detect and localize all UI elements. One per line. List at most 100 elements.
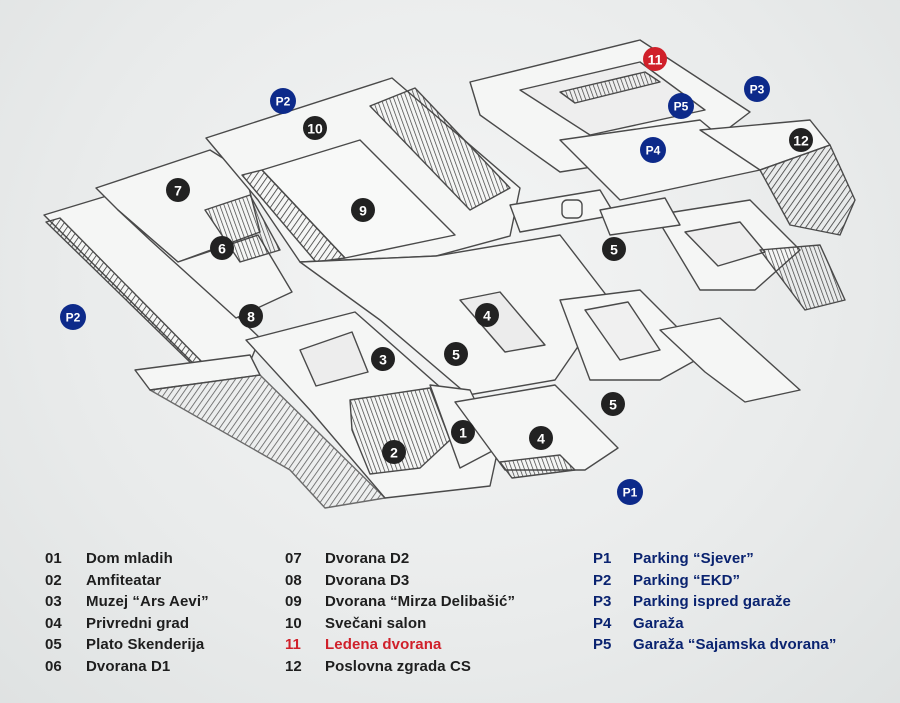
legend-code: 07 xyxy=(285,550,302,567)
parking-marker-p4[interactable]: P4 xyxy=(640,137,666,163)
legend-item-04: 04 Privredni grad xyxy=(45,613,209,635)
legend-code: 11 xyxy=(285,636,301,653)
east-small-block xyxy=(659,317,801,403)
building-marker-11[interactable]: 11 xyxy=(643,47,667,71)
building-marker-12-label: 12 xyxy=(793,133,809,149)
main-hall-seats-2 xyxy=(241,169,346,263)
parking-marker-p2-circle xyxy=(270,88,296,114)
building-marker-11-label: 11 xyxy=(648,52,663,68)
parking-marker-p4-label: P4 xyxy=(646,144,661,158)
legend-name: Privredni grad xyxy=(86,614,190,632)
legend-code: 04 xyxy=(45,614,62,632)
parking-marker-p1-circle xyxy=(617,479,643,505)
building-marker-4-circle xyxy=(529,426,553,450)
legend-item-p1: P1 Parking “Sjever” xyxy=(593,548,836,570)
legend-code: 02 xyxy=(45,571,62,589)
building-marker-5[interactable]: 5 xyxy=(602,237,626,261)
building-marker-4-label: 4 xyxy=(537,431,545,447)
building-marker-8[interactable]: 8 xyxy=(239,304,263,328)
legend-name: Ledena dvorana xyxy=(325,636,442,653)
building-marker-5-label: 5 xyxy=(610,242,618,258)
legend-item-06: 06 Dvorana D1 xyxy=(45,656,209,678)
building-marker-5[interactable]: 5 xyxy=(444,342,468,366)
amphitheatre xyxy=(349,387,451,475)
south-base xyxy=(149,374,386,509)
legend-name: Dvorana D1 xyxy=(86,657,171,675)
building-marker-1[interactable]: 1 xyxy=(451,420,475,444)
building-marker-6[interactable]: 6 xyxy=(210,236,234,260)
legend-name: Muzej “Ars Aevi” xyxy=(86,593,209,610)
building-marker-8-circle xyxy=(239,304,263,328)
building-marker-11-circle xyxy=(643,47,667,71)
parking-marker-p1-label: P1 xyxy=(623,486,638,500)
building-marker-12[interactable]: 12 xyxy=(789,128,813,152)
legend-code: 01 xyxy=(45,550,62,567)
legend-name: Plato Skenderija xyxy=(86,636,205,653)
ledena-dvorana-seats xyxy=(559,71,661,104)
pool xyxy=(584,301,661,361)
building-marker-10-circle xyxy=(303,116,327,140)
building-marker-3-label: 3 xyxy=(379,352,387,368)
building-drawing xyxy=(43,39,856,509)
east-stairs xyxy=(759,144,856,236)
legend-name: Parking “EKD” xyxy=(633,571,741,589)
building-marker-9[interactable]: 9 xyxy=(351,198,375,222)
building-marker-7[interactable]: 7 xyxy=(166,178,190,202)
legend-item-p2: P2 Parking “EKD” xyxy=(593,570,836,592)
legend-code: P2 xyxy=(593,571,612,589)
legend-name: Dvorana “Mirza Delibašić” xyxy=(325,593,516,610)
building-marker-10[interactable]: 10 xyxy=(303,116,327,140)
parking-marker-p3-circle xyxy=(744,76,770,102)
legend-code: 05 xyxy=(45,636,62,653)
parking-marker-p5[interactable]: P5 xyxy=(668,93,694,119)
building-marker-7-circle xyxy=(166,178,190,202)
parking-marker-p1[interactable]: P1 xyxy=(617,479,643,505)
legend-code: 10 xyxy=(285,614,302,632)
main-hall-seats xyxy=(369,87,511,211)
parking-marker-p2[interactable]: P2 xyxy=(60,304,86,330)
legend-name: Dvorana D2 xyxy=(325,550,410,567)
parking-marker-p2-label: P2 xyxy=(66,311,81,325)
legend-code: 06 xyxy=(45,657,62,675)
building-marker-6-circle xyxy=(210,236,234,260)
building-marker-9-circle xyxy=(351,198,375,222)
parking-marker-p3[interactable]: P3 xyxy=(744,76,770,102)
legend-name: Dvorana D3 xyxy=(325,571,410,589)
building-marker-8-label: 8 xyxy=(247,309,255,325)
d1-block xyxy=(117,209,293,319)
building-marker-5-label: 5 xyxy=(609,397,617,413)
building-marker-1-label: 1 xyxy=(459,425,467,441)
east-terraces xyxy=(759,244,846,311)
building-marker-1-circle xyxy=(451,420,475,444)
building-marker-5-label: 5 xyxy=(452,347,460,363)
legend-name: Amfiteatar xyxy=(86,571,162,589)
parking-marker-p2-circle xyxy=(60,304,86,330)
building-marker-6-label: 6 xyxy=(218,241,226,257)
building-marker-4[interactable]: 4 xyxy=(475,303,499,327)
legend-code: P1 xyxy=(593,550,612,567)
legend-item-11: 11 Ledena dvorana xyxy=(285,634,515,656)
legend-code: 12 xyxy=(285,657,302,675)
building-marker-7-label: 7 xyxy=(174,183,182,199)
ledena-dvorana-inner xyxy=(519,61,706,136)
parking-marker-p3-label: P3 xyxy=(750,83,765,97)
legend-name: Parking “Sjever” xyxy=(633,550,754,567)
building-marker-5[interactable]: 5 xyxy=(601,392,625,416)
building-marker-4[interactable]: 4 xyxy=(529,426,553,450)
building-marker-3[interactable]: 3 xyxy=(371,347,395,371)
parking-marker-p2[interactable]: P2 xyxy=(270,88,296,114)
legend-code: P5 xyxy=(593,636,612,653)
building-marker-2[interactable]: 2 xyxy=(382,440,406,464)
parking-marker-p5-label: P5 xyxy=(674,100,689,114)
building-marker-5-circle xyxy=(444,342,468,366)
building-marker-10-label: 10 xyxy=(307,121,323,137)
building-marker-2-label: 2 xyxy=(390,445,398,461)
